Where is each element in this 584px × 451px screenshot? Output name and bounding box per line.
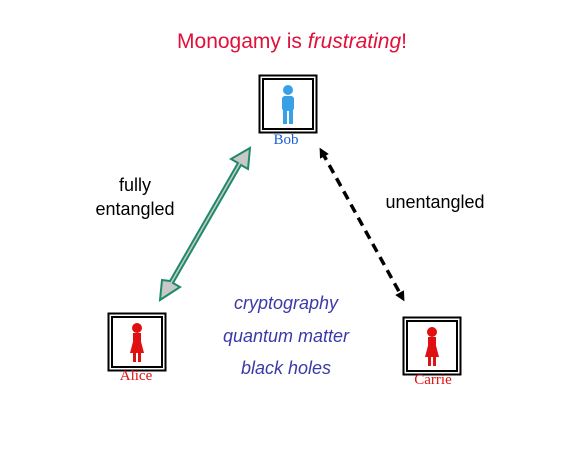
application-item: cryptography (233, 293, 339, 313)
bob-carrie-dashed-arrow (319, 147, 405, 302)
diagram-title: Monogamy is frustrating! (0, 30, 584, 54)
bob-name: Bob (273, 132, 299, 148)
title-prefix: Monogamy is (177, 30, 308, 53)
female-person-icon (130, 323, 144, 362)
application-item: black holes (240, 358, 332, 378)
bob-portrait (262, 78, 314, 130)
title-suffix: ! (401, 30, 407, 53)
male-person-icon (282, 85, 294, 124)
alice-bob-label: fully entangled (85, 173, 185, 222)
alice-portrait (111, 316, 163, 368)
alice-bob-double-arrow (158, 146, 252, 302)
carrie-name: Carrie (414, 372, 452, 388)
alice-bob-label-line2: entangled (95, 199, 175, 220)
female-person-icon (425, 327, 439, 366)
carrie-portrait (406, 320, 458, 372)
title-emphasis: frustrating (307, 30, 402, 53)
bob-carrie-label: unentangled (385, 192, 485, 212)
alice-bob-label-line1: fully (118, 175, 151, 195)
application-item: quantum matter (222, 326, 350, 346)
alice-name: Alice (119, 368, 153, 384)
